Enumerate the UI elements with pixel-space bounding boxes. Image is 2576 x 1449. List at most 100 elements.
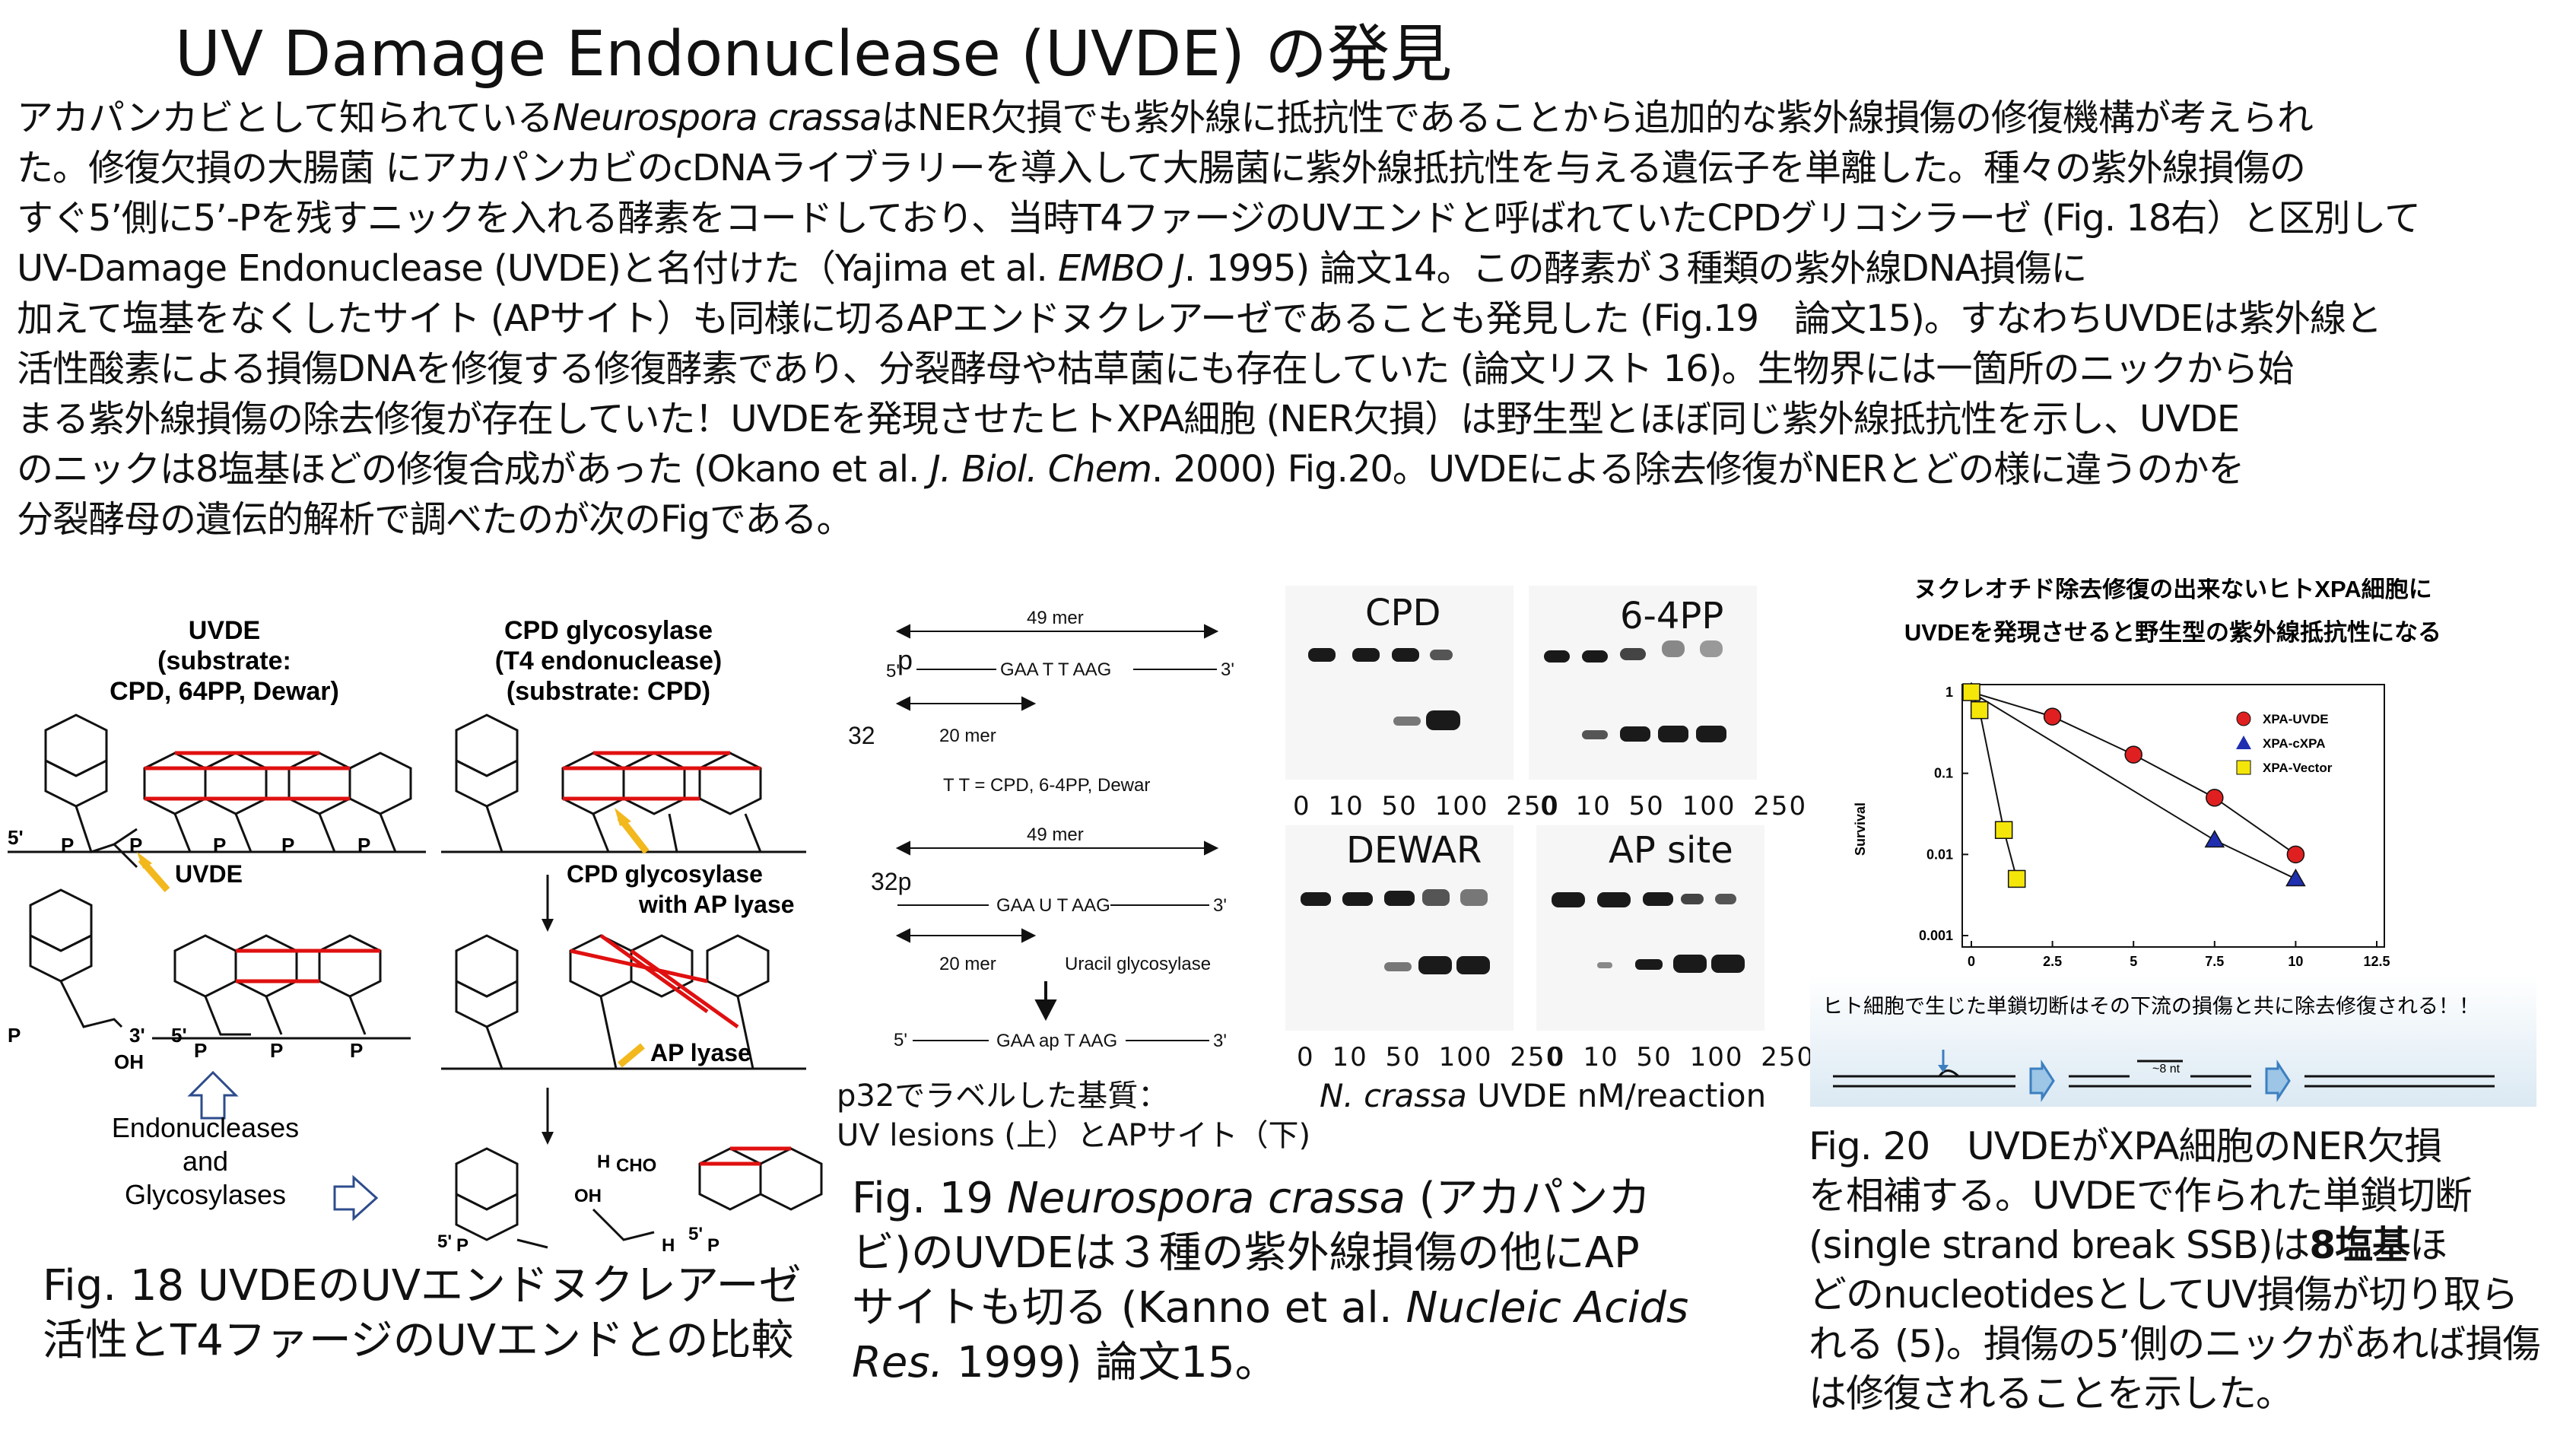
svg-text:P: P: [456, 1235, 469, 1255]
glyco-intermediate: [441, 934, 806, 1070]
intro-line: のニックは8塩基ほどの修復合成があった (Okano et al. J. Bio…: [17, 448, 2244, 491]
svg-text:49 mer: 49 mer: [1027, 825, 1084, 845]
svg-text:5': 5': [437, 1231, 452, 1252]
svg-text:20 mer: 20 mer: [939, 954, 996, 974]
svg-text:H: H: [597, 1152, 610, 1172]
svg-text:OH: OH: [574, 1186, 602, 1206]
label-p: P: [213, 834, 226, 856]
fig20-heading: ヌクレオチド除去修復の出来ないヒトXPA細胞に: [1914, 578, 2431, 602]
caption-line: Fig. 18 UVDEのUVエンドヌクレアーゼ: [43, 1261, 802, 1311]
lane-labels-top: 0 10 50 100 250: [1293, 791, 1561, 821]
caption-line: Res. 1999) 論文15。: [852, 1338, 1278, 1387]
label-p: P: [129, 834, 142, 856]
caption-line: Fig. 19 Neurospora crassa (アカパンカ: [852, 1174, 1651, 1223]
y-tick-label: 0.01: [1926, 847, 1953, 862]
nt-label: ~8 nt: [2152, 1063, 2181, 1076]
legend-marker: [2236, 711, 2251, 726]
data-point: [2286, 845, 2305, 864]
svg-text:32p: 32p: [871, 868, 911, 895]
blot-label: 6-4PP: [1620, 595, 1724, 637]
intro-line: アカパンカビとして知られているNeurospora crassaはNER欠損でも…: [17, 97, 2314, 139]
up-arrow-icon: [187, 1070, 239, 1120]
intro-line: 分裂酵母の遺伝的解析で調べたのが次のFigである。: [17, 498, 853, 541]
label-p: P: [350, 1039, 363, 1062]
fig20-survival-chart: ヌクレオチド除去修復の出来ないヒトXPA細胞に UVDEを発現させると野生型の紫…: [1810, 576, 2536, 1107]
svg-text:CHO: CHO: [616, 1155, 656, 1176]
fig20-heading: UVDEを発現させると野生型の紫外線抵抗性になる: [1904, 619, 2441, 646]
dimer-bonds: [145, 751, 350, 801]
label-5p: 5': [8, 826, 24, 849]
y-tick-label: 0.1: [1934, 766, 1953, 781]
x-tick-label: 2.5: [2043, 954, 2062, 969]
data-point: [2206, 789, 2224, 807]
glyco-substrate-structure: [441, 713, 806, 853]
legend-label: XPA-UVDE: [2263, 712, 2329, 726]
caption-line: (single strand break SSB)は8塩基ほ: [1809, 1223, 2447, 1267]
blot-cpd: CPD: [1285, 586, 1514, 780]
fig18-diagram: UVDE(substrate:CPD, 64PP, Dewar) CPD gly…: [8, 616, 823, 1255]
legend-label: XPA-cXPA: [2263, 736, 2326, 751]
intro-line: た。修復欠損の大腸菌 にアカパンカビのcDNAライブラリーを導入して大腸菌に紫外…: [17, 147, 2306, 189]
legend-marker: [2236, 736, 2251, 749]
uvde-arrow-label: UVDE: [175, 860, 243, 888]
legend-marker: [2236, 760, 2251, 775]
svg-text:p: p: [897, 644, 913, 675]
right-arrow-icon: [333, 1174, 379, 1222]
data-point: [2007, 869, 2026, 888]
svg-text:32: 32: [848, 722, 875, 749]
y-tick-label: 0.001: [1919, 928, 1953, 943]
x-tick-label: 12.5: [2363, 954, 2390, 969]
seq2: GAA U T AAG: [996, 895, 1110, 916]
label-p: P: [8, 1024, 21, 1047]
blot-64pp: 6-4PP: [1529, 586, 1757, 780]
svg-text:20 mer: 20 mer: [939, 726, 996, 746]
caption-line: 活性とT4ファージのUVエンドとの比較: [43, 1316, 794, 1365]
caption-line: は修復されることを示した。: [1809, 1371, 2294, 1416]
label-p: P: [61, 834, 74, 856]
label-3p: 3': [129, 1024, 145, 1047]
mer49-label: 49 mer: [1027, 608, 1084, 628]
blot-apsite: AP site: [1536, 825, 1764, 1031]
svg-text:3': 3': [1221, 659, 1234, 680]
fig19-substrate-diagram: 49 mer 5' p GAA T T AAG 3' 32 20 mer T T…: [848, 608, 1234, 1051]
data-point: [2204, 830, 2225, 848]
caption-line: Fig. 20 UVDEがXPA細胞のNER欠損: [1809, 1124, 2442, 1168]
fig20-panel: ヌクレオチド除去修復の出来ないヒトXPA細胞に UVDEを発現させると野生型の紫…: [1810, 576, 2536, 1107]
uvde-dose-label: N. crassa UVDE nM/reaction: [1320, 1077, 1767, 1114]
x-tick-label: 7.5: [2205, 954, 2224, 969]
blot-apsite-bands: [1536, 825, 1764, 1031]
ap-lyase-label: AP lyase: [650, 1039, 751, 1066]
data-point: [1970, 701, 1989, 720]
x-tick-label: 5: [2130, 954, 2137, 969]
substrate-note: p32でラベルした基質： UV lesions (上）とAPサイト（下): [837, 1079, 1311, 1153]
x-tick-label: 10: [2288, 954, 2303, 969]
lane-labels-bottom: 0 10 50 100 250: [1548, 1042, 1815, 1072]
data-point: [2043, 707, 2062, 726]
label-p: P: [270, 1039, 283, 1062]
blot-label: AP site: [1609, 829, 1733, 872]
intro-line: UV-Damage Endonuclease (UVDE)と名付けた（Yajim…: [17, 247, 2087, 290]
uvde-heading: UVDE(substrate:CPD, 64PP, Dewar): [110, 616, 339, 706]
uvde-product-structure: [29, 888, 411, 1040]
data-point: [1994, 821, 2013, 839]
caption-line: どのnucleotidesとしてUV損傷が切り取ら: [1809, 1273, 2518, 1317]
intro-text: アカパンカビとして知られているNeurospora crassaはNER欠損でも…: [17, 93, 2557, 545]
seq3: GAA ap T AAG: [996, 1031, 1117, 1051]
data-point: [2124, 745, 2142, 764]
blot-dewar: DEWAR: [1285, 825, 1514, 1031]
fig20-caption: Fig. 20 UVDEがXPA細胞のNER欠損 を相補する。UVDEで作られた…: [1809, 1122, 2540, 1419]
page-title: UV Damage Endonuclease (UVDE) の発見: [175, 18, 1453, 91]
caption-line: ビ)のUVDEは３種の紫外線損傷の他にAP: [852, 1228, 1640, 1278]
svg-text:5': 5': [894, 1030, 907, 1050]
ap-lyase-arrow: [618, 1043, 645, 1068]
x-tick-label: 0: [1968, 954, 1975, 969]
series-line: [1971, 691, 2018, 879]
label-oh: OH: [114, 1050, 144, 1073]
fig19-caption: Fig. 19 Neurospora crassa (アカパンカ ビ)のUVDE…: [852, 1171, 1688, 1390]
glyco-heading: CPD glycosylase(T4 endonuclease)(substra…: [495, 616, 723, 706]
svg-text:5': 5': [688, 1224, 703, 1244]
fig18-caption: Fig. 18 UVDEのUVエンドヌクレアーゼ 活性とT4ファージのUVエンド…: [43, 1259, 802, 1368]
data-point: [1962, 683, 1980, 701]
uracil-label: Uracil glycosylase: [1065, 954, 1211, 974]
